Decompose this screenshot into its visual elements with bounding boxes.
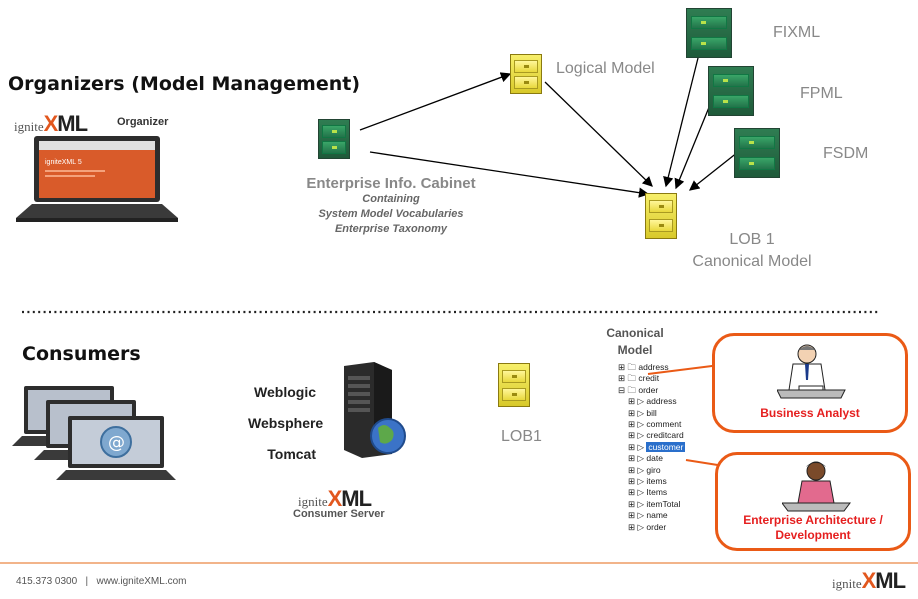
logo-mark-ml: ML xyxy=(57,111,88,136)
cabinet-caption: Enterprise Info. Cabinet Containing Syst… xyxy=(283,175,499,237)
arrow-fixml-to-lob1 xyxy=(663,49,701,188)
server-list: Weblogic Websphere Tomcat xyxy=(248,377,324,470)
canonical-model-tree: ⊞ 🗀 address ⊞ 🗀 credit ⊟ 🗀 order ⊞ ▷ add… xyxy=(618,362,694,533)
tree-item[interactable]: ⊞ ▷ Items xyxy=(628,487,668,498)
logical-model-cabinet-icon xyxy=(510,54,542,94)
logo-prefix: ignite xyxy=(14,119,44,134)
lob1-line2: Canonical Model xyxy=(692,253,812,270)
cabinet-line1: Containing xyxy=(362,193,420,205)
tree-item[interactable]: ⊟ 🗀 order xyxy=(618,384,659,395)
tree-item[interactable]: ⊞ ▷ name xyxy=(628,510,668,521)
lob1-line1: LOB 1 xyxy=(729,231,775,248)
tree-item[interactable]: ⊞ ▷ giro xyxy=(628,464,661,475)
callout-architect-line2: Development xyxy=(775,528,851,542)
callout-business-analyst: Business Analyst xyxy=(712,333,908,433)
tree-item[interactable]: ⊞ ▷ items xyxy=(628,476,667,487)
footer-contact: 415.373 0300 | www.igniteXML.com xyxy=(16,576,187,587)
cabinet-line3: Enterprise Taxonomy xyxy=(334,223,448,235)
tree-item[interactable]: ⊞ 🗀 address xyxy=(618,362,669,372)
logo-mark-ml: ML xyxy=(341,486,372,511)
callout-analyst-label: Business Analyst xyxy=(760,406,860,420)
lob1-label: LOB1 xyxy=(501,428,542,445)
logo-prefix: ignite xyxy=(832,576,862,591)
organizers-heading: Organizers (Model Management) xyxy=(8,73,361,95)
fpml-label: FPML xyxy=(800,85,843,102)
arrow-fsdm-to-lob1 xyxy=(688,151,739,191)
consumers-heading: Consumers xyxy=(22,343,141,365)
cabinet-title: Enterprise Info. Cabinet xyxy=(306,175,476,192)
footer-logo: igniteXML xyxy=(832,568,906,594)
callout-pointer-analyst xyxy=(647,364,721,375)
tree-item[interactable]: ⊞ ▷ comment xyxy=(628,419,682,430)
tree-item[interactable]: ⊞ ▷ itemTotal xyxy=(628,498,681,509)
lob1-cabinet-icon xyxy=(498,363,530,407)
consumer-server-label: Consumer Server xyxy=(293,508,385,520)
lob1-canonical-cabinet-icon xyxy=(645,193,677,239)
cabinet-line2: System Model Vocabularies xyxy=(318,208,464,220)
footer-phone: 415.373 0300 xyxy=(16,576,78,587)
server-weblogic: Weblogic xyxy=(254,384,316,400)
logo-prefix: ignite xyxy=(298,494,328,509)
tree-item[interactable]: ⊞ ▷ order xyxy=(628,521,667,532)
tree-item[interactable]: ⊞ ▷ bill xyxy=(628,407,657,418)
fsdm-label: FSDM xyxy=(823,145,869,162)
server-websphere: Websphere xyxy=(248,415,324,431)
tree-item[interactable]: ⊞ ▷ address xyxy=(628,396,677,407)
architect-figure-icon xyxy=(782,461,851,512)
callout-enterprise-architecture: Enterprise Architecture / Development xyxy=(715,452,911,551)
canonical-title-line2: Model xyxy=(617,343,653,357)
fsdm-cabinet-icon xyxy=(734,128,780,178)
server-tomcat: Tomcat xyxy=(267,446,316,462)
logo-mark-x: X xyxy=(43,111,59,136)
logical-model-label: Logical Model xyxy=(556,60,655,77)
organizer-logo-label: Organizer xyxy=(117,116,169,128)
tree-item[interactable]: ⊞ 🗀 credit xyxy=(618,373,660,384)
arrow-fpml-to-lob1 xyxy=(674,99,713,190)
fixml-label: FIXML xyxy=(773,24,821,41)
lob1-canonical-label: LOB 1 Canonical Model xyxy=(672,229,832,273)
canonical-title-line1: Canonical xyxy=(606,326,664,340)
logo-mark-ml: ML xyxy=(875,568,906,593)
consumer-laptops-icon: @ xyxy=(12,386,176,480)
svg-text:igniteXML 5: igniteXML 5 xyxy=(45,159,82,166)
organizer-logo: igniteXML xyxy=(14,111,88,137)
consumer-logo: igniteXML xyxy=(298,486,372,512)
organizer-laptop-icon: igniteXML 5 xyxy=(16,136,178,222)
arrow-cabinet-to-logical xyxy=(359,72,512,131)
arrow-logical-to-lob1 xyxy=(544,81,653,187)
logo-mark-x: X xyxy=(861,568,877,593)
server-tower-icon xyxy=(344,362,406,458)
callout-architect-label: Enterprise Architecture / Development xyxy=(718,513,908,543)
fpml-cabinet-icon xyxy=(708,66,754,116)
footer-website[interactable]: www.igniteXML.com xyxy=(96,576,187,587)
business-analyst-figure-icon xyxy=(777,344,846,399)
tree-item[interactable]: ⊞ ▷ date xyxy=(628,453,663,464)
tree-item-selected[interactable]: ⊞ ▷ customer xyxy=(628,441,686,452)
enterprise-cabinet-icon xyxy=(318,119,350,159)
footer-separator: | xyxy=(85,576,89,587)
tree-item[interactable]: ⊞ ▷ creditcard xyxy=(628,430,684,441)
fixml-cabinet-icon xyxy=(686,8,732,58)
callout-architect-line1: Enterprise Architecture / xyxy=(743,513,883,527)
arrow-cabinet-to-lob1 xyxy=(369,151,650,198)
canonical-model-title: Canonical Model xyxy=(605,325,665,359)
logo-mark-x: X xyxy=(327,486,343,511)
svg-text:@: @ xyxy=(108,433,125,453)
